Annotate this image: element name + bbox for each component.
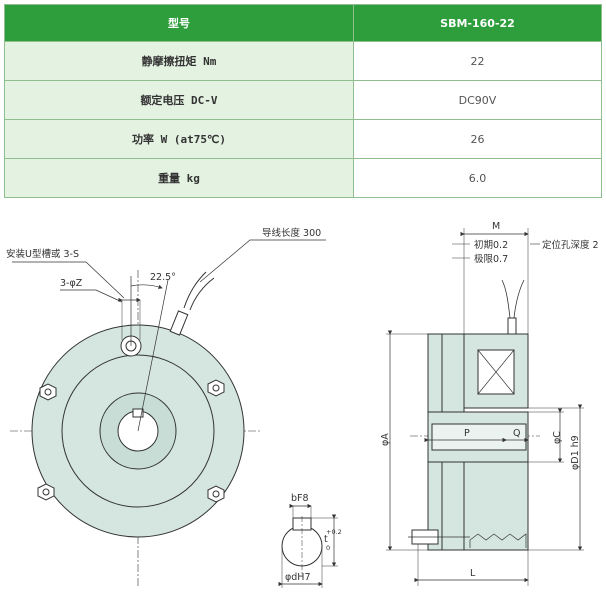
row-value: 6.0 [353, 158, 602, 198]
row-value: 26 [353, 119, 602, 159]
dim-a: φA [380, 433, 391, 446]
row-label: 功率 W (at75℃) [4, 119, 354, 159]
row-label: 静摩擦扭矩 Nm [4, 41, 354, 81]
dim-m: M [492, 221, 500, 232]
header-model: SBM-160-22 [353, 4, 602, 42]
locating-depth: 定位孔深度 2 [542, 239, 599, 251]
dim-d1: φD1 h9 [570, 435, 581, 470]
technical-drawing: 安装U型槽或 3-S 3-φZ 22.5° 导线长度 300 bF8 t +0.… [6, 221, 599, 588]
bolt [37, 483, 55, 501]
dim-q: Q [513, 428, 520, 439]
keyway-depth-tol-low: 0 [326, 544, 330, 552]
table-row: 重量 kg 6.0 [4, 158, 602, 198]
row-value: DC90V [353, 80, 602, 120]
gap-initial: 初期0.2 [474, 239, 508, 251]
keyway-detail [278, 503, 338, 588]
bolt [207, 485, 225, 503]
spec-table: 型号 SBM-160-22 静摩擦扭矩 Nm 22 额定电压 DC-V DC90… [4, 4, 602, 198]
row-value: 22 [353, 41, 602, 81]
bolt [207, 379, 225, 397]
gap-limit: 极限0.7 [474, 253, 508, 265]
front-view [10, 239, 326, 588]
keyway-depth-label: t [324, 534, 328, 545]
side-view [386, 228, 584, 586]
row-label: 重量 kg [4, 158, 354, 198]
table-row: 功率 W (at75℃) 26 [4, 119, 602, 159]
hole-note: 3-φZ [60, 278, 83, 289]
table-row: 额定电压 DC-V DC90V [4, 80, 602, 120]
dim-l: L [470, 568, 476, 579]
bolt [39, 383, 57, 401]
lead-length-label: 导线长度 300 [262, 227, 321, 239]
dim-p: P [464, 428, 470, 439]
table-header-row: 型号 SBM-160-22 [4, 4, 602, 42]
keyway-depth-tol: +0.2 [326, 528, 342, 536]
header-label: 型号 [4, 4, 354, 42]
row-label: 额定电压 DC-V [4, 80, 354, 120]
keyway-width-label: bF8 [291, 493, 309, 504]
dim-c: φC [552, 431, 563, 444]
u-slot-note: 安装U型槽或 3-S [6, 248, 79, 260]
angle-label: 22.5° [150, 272, 176, 283]
table-row: 静摩擦扭矩 Nm 22 [4, 41, 602, 81]
keyway-bore-label: φdH7 [285, 572, 311, 583]
